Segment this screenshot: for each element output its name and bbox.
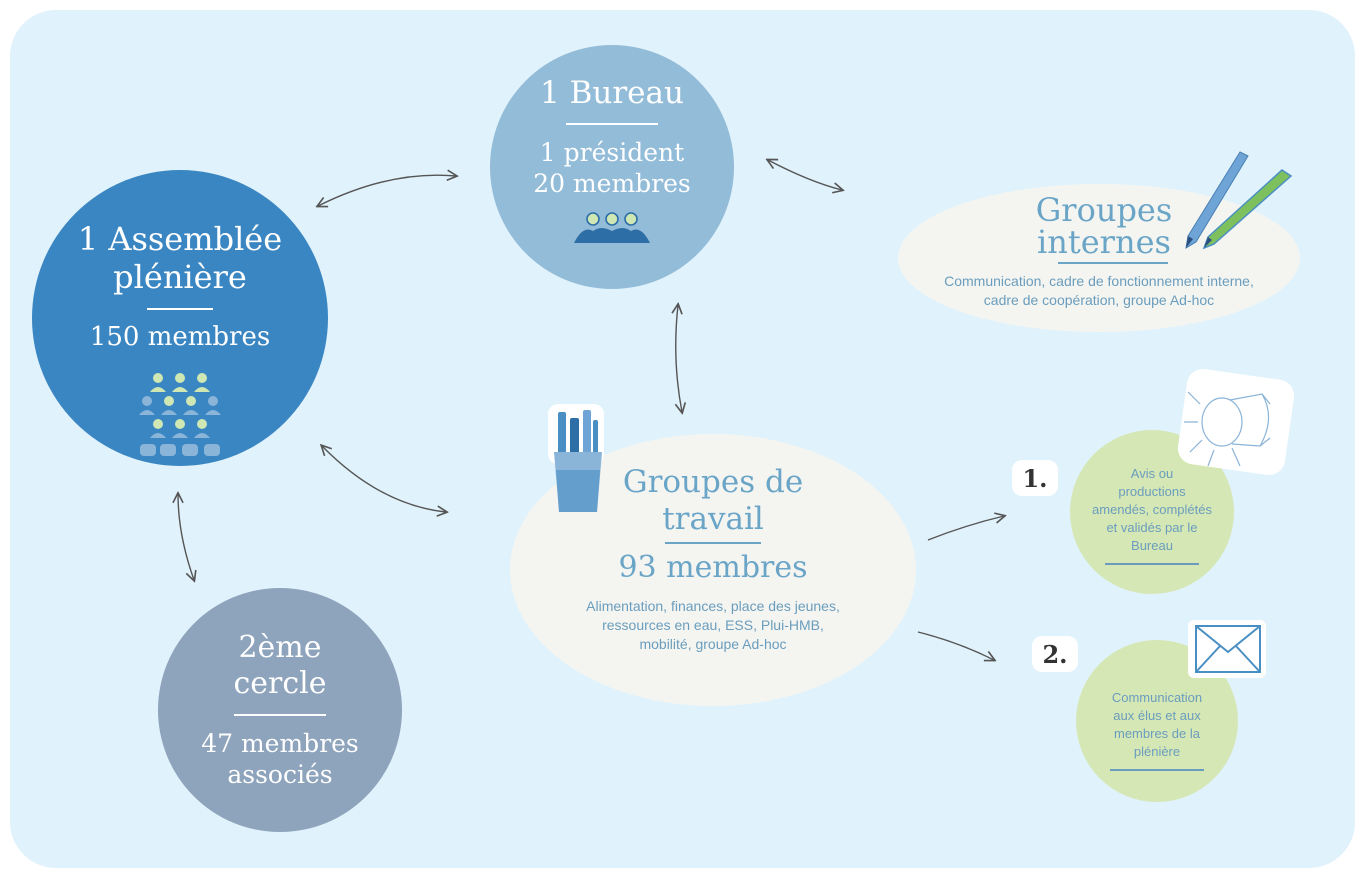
assemblee-rule [147,308,213,310]
output1-rule [1105,563,1199,565]
bureau-president: 1 président [539,138,685,167]
arrow-assemblee-bureau [318,175,456,206]
output1-line5: Bureau [1131,538,1173,554]
deuxieme-cercle-circle: 2ème cercle 47 membres associés [158,588,402,832]
arrow-assemblee-groupes-travail [322,446,446,512]
cercle-rule [234,714,326,716]
groupes-internes-desc-line2: cadre de coopération, groupe Ad-hoc [983,292,1215,308]
output2-rule [1110,769,1204,771]
bureau-members: 20 membres [533,169,691,198]
output1-badge: 1. [1012,460,1058,496]
groupes-travail-title-line2: travail [662,501,764,537]
arrow-bureau-groupes-travail [676,305,682,412]
bureau-circle: 1 Bureau 1 président 20 membres [490,45,734,289]
groupes-travail-desc-line2: ressources en eau, ESS, Plui-HMB, [602,617,824,633]
groupes-internes-rule [1058,262,1168,264]
output1-line3: amendés, complétés [1092,502,1212,518]
output2-line1: Communication [1111,690,1203,706]
cercle-members: 47 membres [201,729,359,758]
output1-line1: Avis ou [1130,466,1174,482]
cercle-title-line1: 2ème [238,630,322,665]
groupes-travail-desc-line3: mobilité, groupe Ad-hoc [639,636,787,652]
bureau-title: 1 Bureau [540,75,684,111]
output2-line3: membres de la [1114,726,1200,742]
arrow-to-output2 [917,631,994,660]
groupes-travail-title-line1: Groupes de [622,464,804,500]
bureau-rule [566,123,658,125]
groupes-travail-desc-line1: Alimentation, finances, place des jeunes… [586,598,840,614]
assemblee-count: 150 membres [89,322,271,352]
assemblee-pleniere-circle: 1 Assemblée plénière 150 membres [32,170,328,466]
groupes-travail-rule [665,542,761,544]
people-group-icon [574,212,650,243]
output2-line4: plénière [1133,744,1181,760]
arrow-to-output1 [927,516,1004,541]
crowd-icon [139,373,221,456]
output2-badge: 2. [1032,636,1078,672]
output1-line4: et validés par le [1106,520,1198,536]
assemblee-title-line1: 1 Assemblée [77,220,283,258]
output2-line2: aux élus et aux [1113,708,1201,724]
groupes-travail-count: 93 membres [618,550,808,585]
assemblee-title-line2: plénière [113,258,247,296]
cercle-associes: associés [227,760,333,789]
groupes-internes-title-line2: internes [1037,223,1171,261]
groupes-internes-desc-line1: Communication, cadre de fonctionnement i… [944,273,1254,289]
arrow-bureau-groupes-internes [768,160,842,190]
arrow-assemblee-cercle [178,494,194,580]
groupes-internes-title-line1: Groupes [1035,191,1173,229]
cercle-title-line2: cercle [233,666,327,701]
output1-line2: productions [1118,484,1186,500]
groupes-internes-oval: Groupes internes Communication, cadre de… [898,184,1300,332]
